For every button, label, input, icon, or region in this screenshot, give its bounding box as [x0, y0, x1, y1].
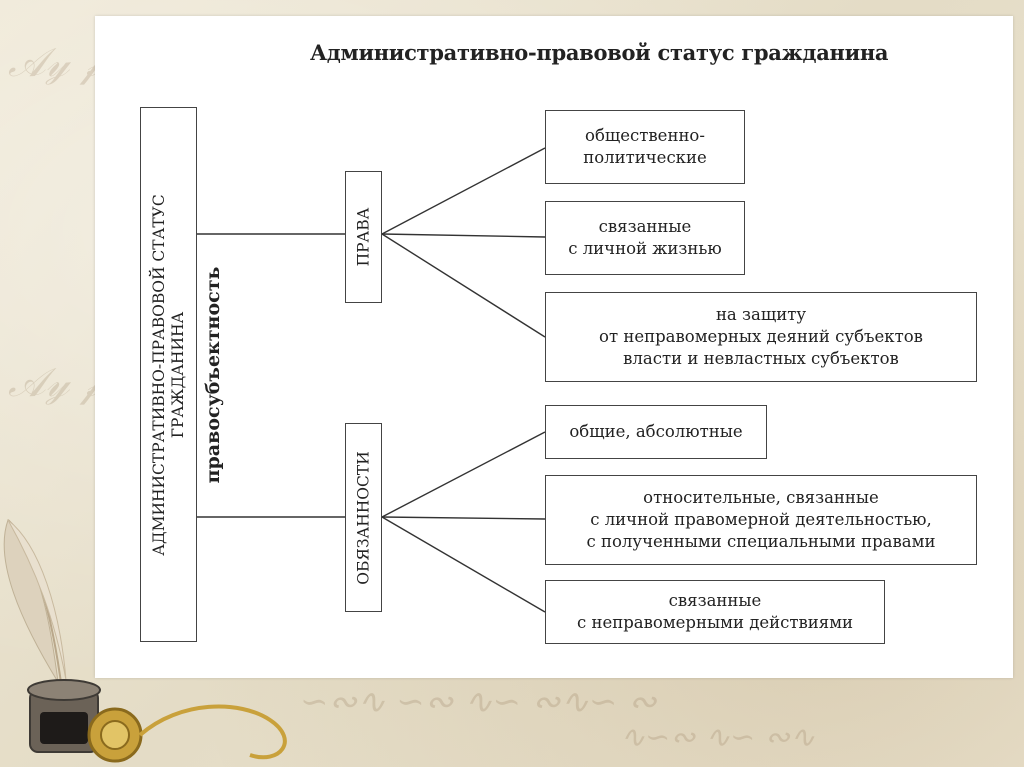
duties-item-text: общие, абсолютные: [569, 422, 743, 441]
rights-item-personal-life: связанные с личной жизнью: [545, 201, 745, 275]
decorative-script: 𝒜𝓎 𝒻: [8, 40, 100, 86]
rights-label: ПРАВА: [354, 207, 372, 267]
duties-box: ОБЯЗАННОСТИ: [345, 423, 382, 612]
main-status-box: АДМИНИСТРАТИВНО-ПРАВОВОЙ СТАТУС ГРАЖДАНИ…: [140, 107, 197, 642]
line-rights-to-item-1: [381, 147, 546, 235]
duties-item-unlawful-actions: связанные с неправомерными действиями: [545, 580, 885, 644]
duties-label: ОБЯЗАННОСТИ: [354, 450, 372, 585]
line-rights-to-item-3: [381, 233, 546, 338]
duties-item-general: общие, абсолютные: [545, 405, 767, 459]
rights-item-text: на защиту от неправомерных деяний субъек…: [599, 305, 923, 368]
legal-personality-label: правосубъектность: [202, 266, 224, 484]
main-status-text: АДМИНИСТРАТИВНО-ПРАВОВОЙ СТАТУС ГРАЖДАНИ…: [149, 193, 187, 556]
rights-item-social-political: общественно- политические: [545, 110, 745, 184]
rights-item-protection: на защиту от неправомерных деяний субъек…: [545, 292, 977, 382]
line-rights-to-item-2: [381, 233, 546, 238]
line-duties-to-item-3: [381, 516, 546, 613]
duties-item-text: относительные, связанные с личной правом…: [586, 488, 936, 551]
duties-item-relative: относительные, связанные с личной правом…: [545, 475, 977, 565]
line-duties-to-item-1: [381, 431, 546, 518]
diagram-title: Административно-правовой статус граждани…: [310, 40, 889, 65]
quill-inkwell-illustration: [3, 518, 287, 763]
rights-item-text: общественно- политические: [583, 126, 707, 167]
rights-item-text: связанные с личной жизнью: [568, 217, 722, 258]
decorative-script: 𝒜𝓎 𝒻: [8, 360, 100, 406]
decorative-script: ∽∾∿ ∽∾ ∿∽ ∾∿∽ ∾: [300, 682, 657, 722]
rights-box: ПРАВА: [345, 171, 382, 303]
line-duties-to-item-2: [381, 516, 546, 520]
decorative-script: ∿∽∾ ∿∽ ∾∿: [620, 720, 816, 755]
duties-item-text: связанные с неправомерными действиями: [576, 591, 854, 632]
